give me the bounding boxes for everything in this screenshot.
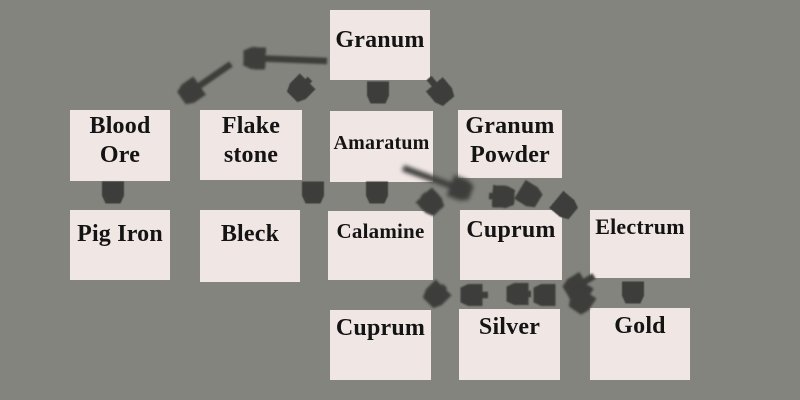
arrow-echo-southeast-1	[423, 194, 435, 207]
node-flake-stone: Flake stone	[200, 110, 302, 180]
arrow-granum-left-segment	[249, 58, 328, 61]
node-blood-ore: Blood Ore	[70, 110, 170, 181]
arrow-granum-powder-to-electrum	[557, 200, 569, 210]
node-bleck: Bleck	[200, 210, 300, 282]
node-electrum: Electrum	[590, 210, 690, 278]
arrow-echo-east	[488, 196, 509, 197]
node-granum-powder: Granum Powder	[458, 110, 562, 178]
node-gold: Gold	[590, 308, 690, 380]
arrow-granum-to-blood-ore	[186, 61, 233, 95]
node-cuprum-ore: Cuprum	[460, 210, 562, 280]
node-pig-iron: Pig Iron	[70, 210, 170, 280]
node-amaratum: Amaratum	[330, 111, 433, 182]
arrow-granum-to-flake-stone	[296, 79, 310, 93]
arrow-echo-southeast-2	[521, 190, 534, 198]
arrow-cuprum-ore-to-cuprum-ingot	[432, 286, 445, 299]
node-calamine: Calamine	[328, 211, 433, 280]
arrow-granum-to-granum-powder	[429, 75, 445, 97]
arrow-electrum-to-silver-a	[571, 276, 596, 290]
node-cuprum-ingot: Cuprum	[330, 310, 431, 380]
arrow-electrum-to-silver-b	[578, 285, 591, 306]
node-granum: Granum	[330, 10, 430, 80]
node-silver: Silver	[459, 309, 560, 380]
